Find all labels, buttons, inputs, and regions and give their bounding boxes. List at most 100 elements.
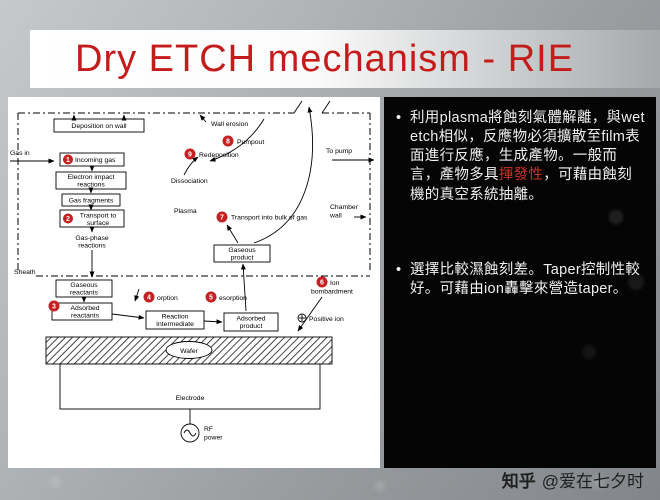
pumpout-arrow <box>253 106 313 244</box>
svg-text:Gaseous: Gaseous <box>70 282 98 289</box>
svg-text:Ion: Ion <box>330 280 340 287</box>
plasma-label: Plasma <box>174 208 197 215</box>
svg-text:Transport to: Transport to <box>80 213 117 220</box>
transport-into-bulk: 7 Transport into bulk of gas <box>216 211 308 244</box>
svg-text:Intermediate: Intermediate <box>156 321 194 328</box>
gaseous-product: Gaseous product <box>213 244 271 263</box>
svg-text:Reaction: Reaction <box>162 314 189 321</box>
incoming-gas-label: Incoming gas <box>75 157 116 164</box>
svg-text:esorption: esorption <box>219 295 247 302</box>
adsorbed-product: Adsorbed product <box>223 312 279 332</box>
bullet-1-highlight: 揮發性 <box>498 167 544 184</box>
svg-text:Electrode: Electrode <box>176 395 205 402</box>
chamber-wall-label: Chamber wall <box>329 204 367 220</box>
to-pump: To pump <box>326 148 375 163</box>
arrow-intermediate-to-product <box>203 319 223 325</box>
title-band: Dry ETCH mechanism - RIE <box>30 30 660 88</box>
electron-impact-reactions: Electron impact reactions <box>55 171 127 194</box>
gaseous-reactants: Gaseous reactants <box>55 279 113 303</box>
svg-text:reactants: reactants <box>70 290 99 297</box>
reaction-intermediate: Reaction Intermediate <box>145 310 205 330</box>
wall-erosion: Wall erosion <box>199 114 248 128</box>
svg-text:6: 6 <box>320 280 324 287</box>
desorption: 5 esorption <box>205 263 247 312</box>
to-pump-label: To pump <box>326 148 352 155</box>
pumpout: 8 Pumpout <box>222 106 313 244</box>
ion-bombardment: 6 Ion bombardment <box>297 276 353 332</box>
svg-text:Transport into bulk of gas: Transport into bulk of gas <box>231 215 308 222</box>
svg-text:Adsorbed: Adsorbed <box>236 316 265 323</box>
sheath-label: Sheath <box>14 269 36 276</box>
gas-fragments: Gas fragments <box>61 193 121 211</box>
redeposition-arrow <box>209 118 265 162</box>
svg-text:2: 2 <box>66 216 70 223</box>
badge-4 <box>143 291 155 303</box>
arrow-reactants-to-intermediate <box>111 313 145 320</box>
svg-text:Wafer: Wafer <box>180 348 199 355</box>
deposition-on-wall: Deposition on wall <box>53 114 145 133</box>
adsorption: 4 orption <box>134 288 178 303</box>
positive-ion: Positive ion <box>297 313 344 323</box>
svg-text:Positive ion: Positive ion <box>309 316 344 323</box>
badge-1 <box>63 154 73 165</box>
gas-in-label: Gas in <box>10 150 30 157</box>
watermark-brand: 知乎 <box>501 472 536 491</box>
svg-text:Adsorbed: Adsorbed <box>70 305 99 312</box>
bullet-1-text: 利用plasma將蝕刻氣體解離，與wet etch相似，反應物必須擴散至film… <box>410 110 645 184</box>
wall-erosion-label: Wall erosion <box>211 121 248 128</box>
svg-text:Chamber: Chamber <box>330 204 359 211</box>
transport-to-surface: 2 Transport to surface <box>59 209 125 233</box>
svg-text:product: product <box>240 323 263 330</box>
svg-text:bombardment: bombardment <box>311 289 353 296</box>
rie-diagram-panel: Gas in To pump Deposition on wall Wall e… <box>8 97 380 468</box>
bullet-list: 利用plasma將蝕刻氣體解離，與wet etch相似，反應物必須擴散至film… <box>392 109 646 299</box>
electrode: Electrode <box>59 363 321 410</box>
svg-text:Sheath: Sheath <box>14 269 36 276</box>
watermark-handle: @爱在七夕时 <box>541 472 644 491</box>
svg-text:wall: wall <box>329 213 342 220</box>
svg-text:power: power <box>204 435 223 442</box>
svg-text:9: 9 <box>188 152 192 159</box>
rie-diagram-svg: Gas in To pump Deposition on wall Wall e… <box>10 100 375 443</box>
svg-text:1: 1 <box>66 157 70 164</box>
svg-text:Gas-phase: Gas-phase <box>75 235 108 242</box>
watermark: 知乎 @爱在七夕时 <box>502 467 644 492</box>
svg-text:Electron impact: Electron impact <box>68 174 115 181</box>
bullet-2-text: 選擇比較濕蝕刻差。Taper控制性較好。可藉由ion轟擊來營造taper。 <box>410 261 641 297</box>
svg-text:reactions: reactions <box>78 243 106 250</box>
badge-6 <box>316 276 328 288</box>
incoming-gas: 1 Incoming gas <box>59 152 125 172</box>
badge-7 <box>216 211 228 223</box>
redeposition: 9 Redeposition <box>184 118 265 162</box>
plasma-region: Dissociation Plasma <box>171 156 208 215</box>
notes-panel: 利用plasma將蝕刻氣體解離，與wet etch相似，反應物必須擴散至film… <box>384 97 656 468</box>
adsorbed-reactants: 3 Adsorbed reactants <box>48 300 113 321</box>
svg-text:7: 7 <box>220 215 224 222</box>
badge-2 <box>63 213 73 224</box>
svg-text:3: 3 <box>52 304 56 311</box>
page-title: Dry ETCH mechanism - RIE <box>75 37 575 80</box>
bullet-1-text-tail: ，可藉由蝕刻機的真空系統抽離。 <box>410 167 633 203</box>
ion-bombardment-arrow <box>297 296 323 332</box>
svg-text:4: 4 <box>147 295 151 302</box>
redeposition-label: Redeposition <box>199 152 239 159</box>
gas-in: Gas in <box>10 150 55 164</box>
badge-3 <box>48 300 60 312</box>
svg-text:product: product <box>231 255 254 262</box>
svg-text:reactions: reactions <box>77 182 105 189</box>
dissociation-label: Dissociation <box>171 178 208 185</box>
svg-text:surface: surface <box>87 220 110 227</box>
bullet-item-2: 選擇比較濕蝕刻差。Taper控制性較好。可藉由ion轟擊來營造taper。 <box>392 261 646 299</box>
badge-5 <box>205 291 217 303</box>
svg-text:Gas fragments: Gas fragments <box>69 198 114 205</box>
rf-power: RF power <box>180 409 223 443</box>
gas-phase-reactions: Gas-phase reactions <box>75 235 109 278</box>
svg-text:8: 8 <box>226 139 230 146</box>
svg-text:Gaseous: Gaseous <box>228 247 256 254</box>
svg-text:orption: orption <box>157 295 178 302</box>
bullet-item-1: 利用plasma將蝕刻氣體解離，與wet etch相似，反應物必須擴散至film… <box>392 109 646 205</box>
pumpout-label: Pumpout <box>237 139 264 146</box>
wafer: Wafer <box>45 336 333 365</box>
svg-text:reactants: reactants <box>71 313 100 320</box>
